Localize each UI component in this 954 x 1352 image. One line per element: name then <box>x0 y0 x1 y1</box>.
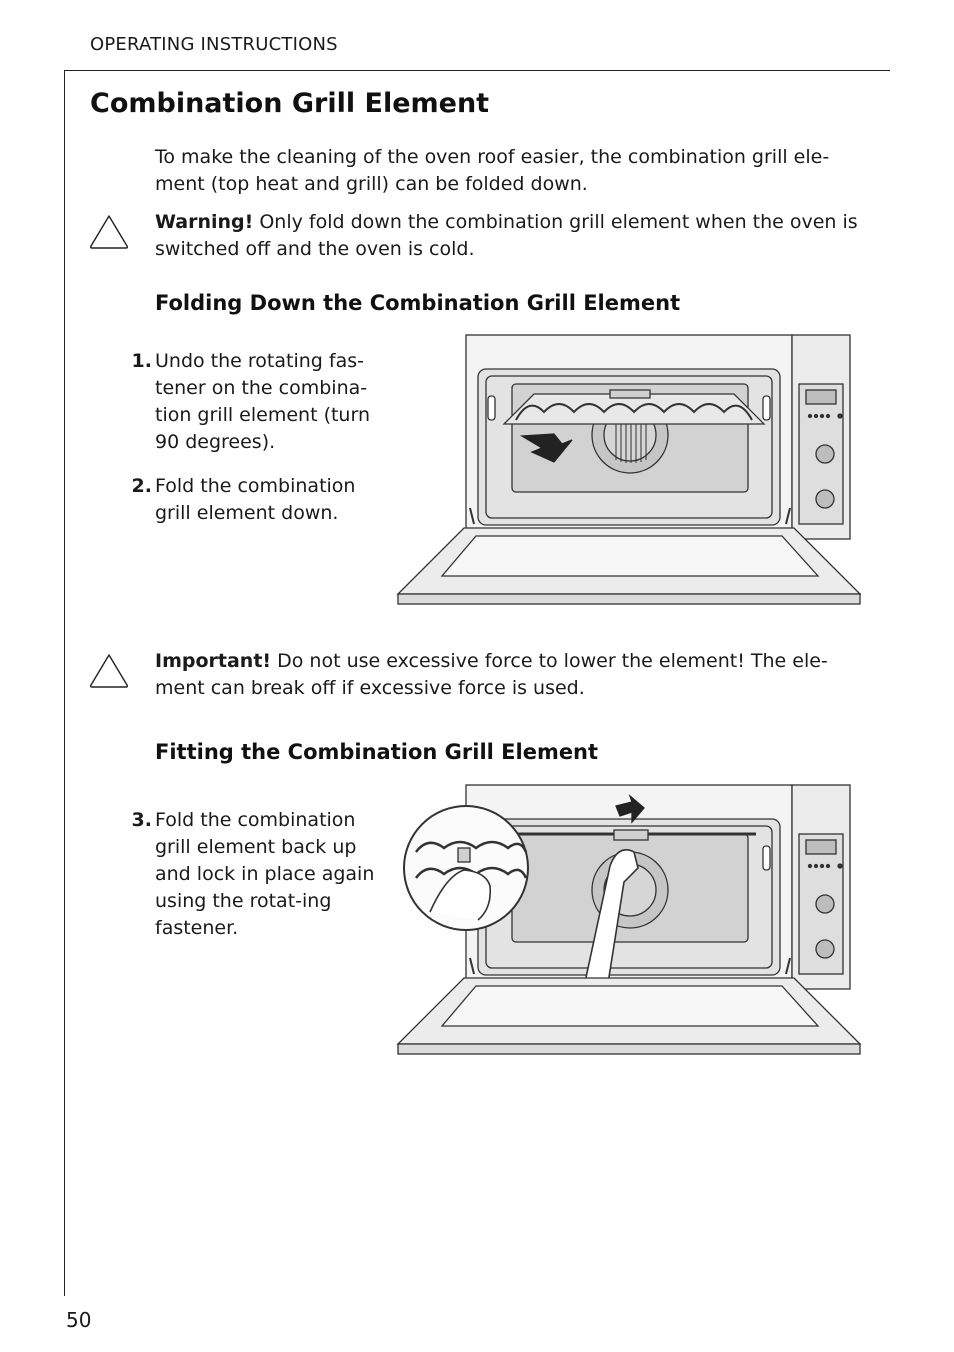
folding-heading: Folding Down the Combination Grill Eleme… <box>155 291 681 315</box>
oven-illustration-fold-down <box>396 334 862 605</box>
step-3: 3. Fold the combination grill element ba… <box>118 807 388 947</box>
intro-paragraph: To make the cleaning of the oven roof ea… <box>155 146 830 195</box>
step-text: Undo the rotating fas-tener on the combi… <box>155 350 370 453</box>
step-text: Fold the combination grill element back … <box>155 809 375 939</box>
warning-label: Warning! <box>155 211 254 233</box>
warning-triangle-icon <box>89 654 129 688</box>
important-paragraph: Important! Do not use excessive force to… <box>155 648 875 702</box>
warning-text: Only fold down the combination grill ele… <box>155 211 858 260</box>
important-text: Do not use excessive force to lower the … <box>155 650 828 699</box>
important-label: Important! <box>155 650 272 672</box>
step-2: 2. Fold the combination grill element do… <box>118 473 388 529</box>
step-number: 3. <box>131 809 152 831</box>
warning-paragraph: Warning! Only fold down the combination … <box>155 209 875 263</box>
step-1: 1. Undo the rotating fas-tener on the co… <box>118 348 388 460</box>
page-title: Combination Grill Element <box>90 88 490 119</box>
oven-illustration-fit-back <box>396 784 862 1055</box>
page-number: 50 <box>66 1308 92 1332</box>
step-number: 1. <box>131 350 152 372</box>
step-text: Fold the combination grill element down. <box>155 475 356 524</box>
running-header: OPERATING INSTRUCTIONS <box>90 34 338 55</box>
margin-rule <box>64 70 65 1296</box>
header-rule <box>64 70 890 71</box>
warning-triangle-icon <box>89 215 129 249</box>
fitting-heading: Fitting the Combination Grill Element <box>155 740 599 764</box>
step-number: 2. <box>131 475 152 497</box>
